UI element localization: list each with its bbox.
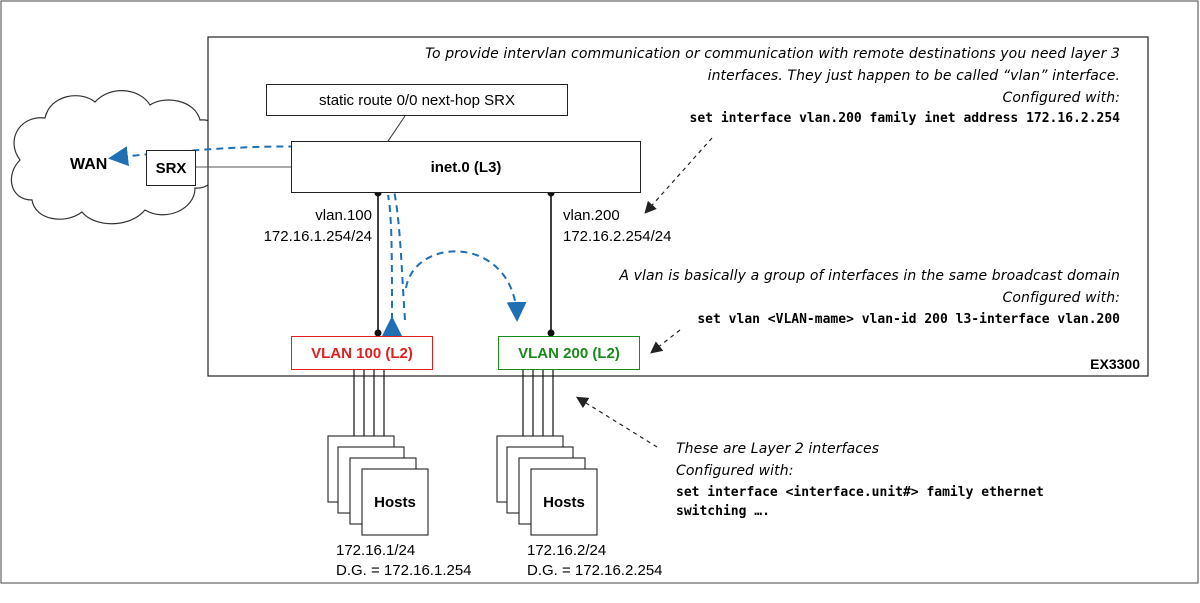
srx-label: SRX — [155, 159, 187, 177]
flow-wan-return — [382, 194, 403, 337]
hosts-left-gateway: D.G. = 172.16.1.254 — [336, 562, 472, 579]
vlan200-label: VLAN 200 (L2) — [518, 344, 620, 362]
callout-l3-arrow — [644, 137, 713, 214]
host-stack-left — [327, 435, 429, 536]
note-vlan-line1: A vlan is basically a group of interface… — [619, 268, 1120, 284]
srx-box: SRX — [146, 150, 196, 186]
note-l2-line2: Configured with: — [676, 463, 794, 479]
hosts-right-subnet: 172.16.2/24 — [527, 542, 607, 559]
vlan200-bottom-dot — [547, 329, 555, 337]
static-route-label: static route 0/0 next-hop SRX — [319, 91, 515, 109]
inet0-label: inet.0 (L3) — [430, 158, 502, 176]
note-l3-command: set interface vlan.200 family inet addre… — [689, 111, 1120, 126]
note-vlan-command: set vlan <VLAN-mame> vlan-id 200 l3-inte… — [697, 312, 1120, 327]
host-stack-right — [496, 435, 598, 536]
vlan200-iface-name: vlan.200 — [563, 207, 620, 224]
ex3300-label: EX3300 — [1090, 356, 1140, 372]
static-route-box: static route 0/0 next-hop SRX — [266, 84, 568, 116]
note-l3-line3: Configured with: — [1002, 90, 1120, 106]
vlan100-box: VLAN 100 (L2) — [291, 336, 433, 370]
hosts-left-subnet: 172.16.1/24 — [336, 542, 416, 559]
note-l3-line1: To provide intervlan communication or co… — [425, 46, 1120, 62]
vlan200-box: VLAN 200 (L2) — [498, 336, 640, 370]
note-l2-command-line2: switching …. — [676, 504, 770, 519]
hosts-right-gateway: D.G. = 172.16.2.254 — [527, 562, 663, 579]
hosts-right-label: Hosts — [543, 493, 585, 511]
note-l2-line1: These are Layer 2 interfaces — [676, 441, 880, 457]
vlan200-iface-address: 172.16.2.254/24 — [563, 228, 672, 245]
wan-label: WAN — [70, 156, 108, 173]
vlan100-iface-address: 172.16.1.254/24 — [263, 228, 372, 245]
inet0-box: inet.0 (L3) — [291, 141, 641, 193]
hosts-left-label: Hosts — [374, 493, 416, 511]
flow-intervlan — [405, 250, 527, 322]
vlan100-bottom-dot — [374, 329, 382, 337]
vlan100-iface-name: vlan.100 — [315, 207, 372, 224]
note-l2-command-line1: set interface <interface.unit#> family e… — [676, 485, 1044, 500]
vlan100-label: VLAN 100 (L2) — [311, 344, 413, 362]
outer-frame — [0, 0, 1199, 584]
callout-vlan-arrow — [650, 329, 681, 354]
note-vlan-line2: Configured with: — [1002, 290, 1120, 306]
note-l3-line2: interfaces. They just happen to be calle… — [707, 68, 1120, 84]
